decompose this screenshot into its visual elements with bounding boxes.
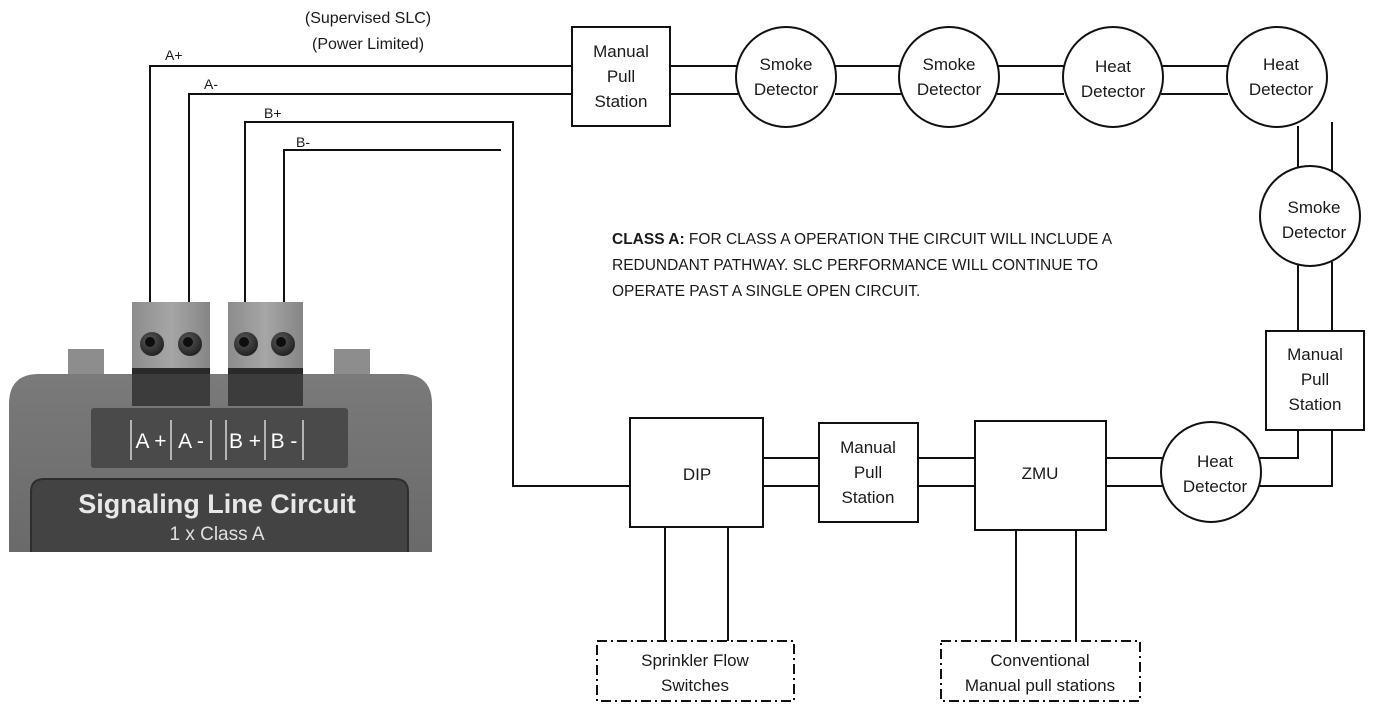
panel-crop-area <box>0 552 440 705</box>
heat-detector-bottom-line1: Heat <box>1197 452 1233 471</box>
manual-pull-station-right-line1: Manual <box>1287 345 1343 364</box>
terminal-screw-b-plus-hole <box>239 337 249 347</box>
manual-pull-station-right: Manual Pull Station <box>1265 330 1365 431</box>
panel-subtitle: 1 x Class A <box>169 524 264 545</box>
conventional-manual-pull-stations: Conventional Manual pull stations <box>940 640 1141 702</box>
terminal-label-plate <box>91 408 348 468</box>
terminal-block-a-shadow <box>132 368 210 374</box>
heat-detector-2-line2: Detector <box>1249 80 1314 99</box>
smoke-detector-right-line2: Detector <box>1282 223 1347 242</box>
manual-pull-station-bottom: Manual Pull Station <box>818 422 919 523</box>
terminal-label-b-minus: B - <box>271 430 298 453</box>
class-a-note-line1: CLASS A: FOR CLASS A OPERATION THE CIRCU… <box>612 231 1113 248</box>
smoke-detector-1: Smoke Detector <box>735 26 837 128</box>
sprinkler-flow-switches: Sprinkler Flow Switches <box>596 640 795 702</box>
terminal-screw-b-minus-hole <box>276 337 286 347</box>
manual-pull-station-bottom-line1: Manual <box>840 438 896 457</box>
heat-detector-2: Heat Detector <box>1226 26 1328 128</box>
header-supervised-slc: (Supervised SLC) <box>305 10 431 27</box>
smoke-detector-right-line1: Smoke <box>1288 198 1341 217</box>
conventional-pull-line2: Manual pull stations <box>965 676 1115 695</box>
class-a-note: CLASS A: FOR CLASS A OPERATION THE CIRCU… <box>612 231 1113 300</box>
manual-pull-station-top: Manual Pull Station <box>571 26 671 127</box>
zmu-module: ZMU <box>974 420 1107 531</box>
terminal-block-a-base <box>132 368 210 406</box>
sprinkler-flow-switches-line2: Switches <box>661 676 729 695</box>
dip-module: DIP <box>629 417 764 528</box>
terminal-block-b-shadow <box>228 368 303 374</box>
panel-title: Signaling Line Circuit <box>78 489 356 519</box>
sprinkler-flow-switches-line1: Sprinkler Flow <box>641 651 749 670</box>
heat-detector-bottom: Heat Detector <box>1160 421 1262 523</box>
manual-pull-station-bottom-line2: Pull <box>854 463 882 482</box>
wire-label-a-minus: A- <box>204 76 218 92</box>
dip-label: DIP <box>683 465 711 484</box>
terminal-screw-a-plus-hole <box>145 337 155 347</box>
smoke-detector-1-line1: Smoke <box>760 55 813 74</box>
class-a-note-bold: CLASS A: <box>612 231 685 248</box>
smoke-detector-right: Smoke Detector <box>1259 165 1361 267</box>
terminal-label-a-minus: A - <box>178 430 204 453</box>
terminal-block-b-base <box>228 368 303 406</box>
wire-label-b-minus: B- <box>296 134 310 150</box>
wire-label-b-plus: B+ <box>264 105 282 121</box>
class-a-note-line3: OPERATE PAST A SINGLE OPEN CIRCUIT. <box>612 283 920 300</box>
smoke-detector-2-line1: Smoke <box>923 55 976 74</box>
heat-detector-2-line1: Heat <box>1263 55 1299 74</box>
heat-detector-1: Heat Detector <box>1062 26 1164 128</box>
heat-detector-bottom-line2: Detector <box>1183 477 1248 496</box>
conventional-pull-line1: Conventional <box>990 651 1089 670</box>
terminal-label-b-plus: B + <box>229 430 261 453</box>
manual-pull-station-right-line3: Station <box>1289 395 1342 414</box>
circuit-wires <box>149 65 1333 641</box>
smoke-detector-2-line2: Detector <box>917 80 982 99</box>
heat-detector-1-line2: Detector <box>1081 82 1146 101</box>
smoke-detector-2: Smoke Detector <box>898 26 1000 128</box>
class-a-note-line1-text: FOR CLASS A OPERATION THE CIRCUIT WILL I… <box>685 231 1113 248</box>
wire-label-a-plus: A+ <box>165 47 183 63</box>
smoke-detector-1-line2: Detector <box>754 80 819 99</box>
manual-pull-station-top-line1: Manual <box>593 42 649 61</box>
terminal-label-a-plus: A + <box>136 430 167 453</box>
manual-pull-station-top-line2: Pull <box>607 67 635 86</box>
zmu-label: ZMU <box>1022 464 1059 483</box>
terminal-screw-a-minus-hole <box>183 337 193 347</box>
header-power-limited: (Power Limited) <box>312 36 424 53</box>
manual-pull-station-top-line3: Station <box>595 92 648 111</box>
class-a-note-line2: REDUNDANT PATHWAY. SLC PERFORMANCE WILL … <box>612 257 1098 274</box>
manual-pull-station-right-line2: Pull <box>1301 370 1329 389</box>
heat-detector-1-line1: Heat <box>1095 57 1131 76</box>
manual-pull-station-bottom-line3: Station <box>842 488 895 507</box>
